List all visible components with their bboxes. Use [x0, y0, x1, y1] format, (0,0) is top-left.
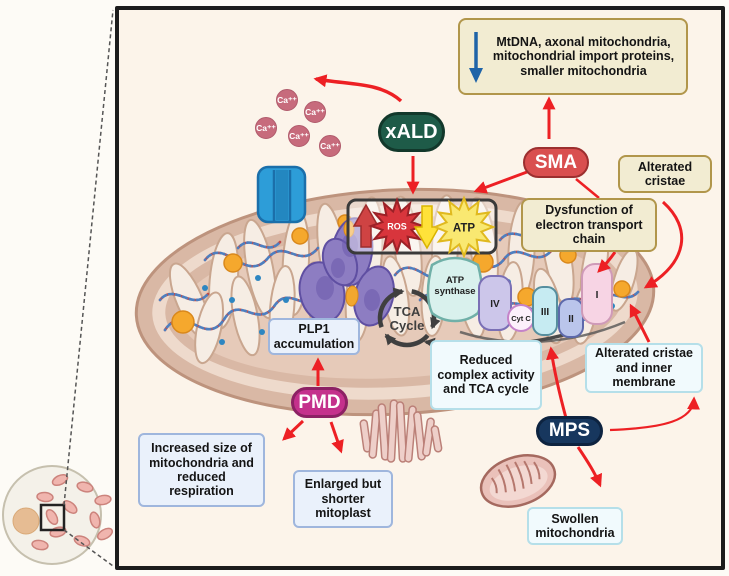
membrane-channel-protein	[256, 165, 307, 224]
zoom-callout-line-top	[63, 9, 114, 506]
arrow-mps-to-innerbox	[609, 396, 700, 432]
arrow-cristae-to-membrane	[643, 200, 684, 289]
alterated-inner-membrane-box: Alterated cristae and inner membrane	[585, 343, 703, 393]
cytochrome-c: Cyt C	[507, 304, 535, 332]
red-arrows	[282, 74, 700, 488]
ros-starburst-icon	[367, 196, 427, 256]
disease-pill-xald: xALD	[378, 112, 445, 152]
ca-ion-label: Ca⁺⁺	[277, 95, 297, 105]
tca-label-line1: TCA	[394, 304, 421, 319]
decrease-arrow-icon	[468, 31, 483, 83]
complex-ii: II	[558, 298, 584, 338]
disease-pill-pmd: PMD	[291, 387, 348, 418]
swollen-mitochondrion-drawing	[479, 454, 557, 508]
ros-label: ROS	[387, 222, 407, 232]
calcium-ions: Ca⁺⁺ Ca⁺⁺ Ca⁺⁺ Ca⁺⁺ Ca⁺⁺	[255, 89, 341, 157]
reduced-complex-box: Reduced complex activity and TCA cycle	[430, 340, 542, 410]
atp-label: ATP	[453, 223, 475, 235]
cell-overview-drawing	[2, 9, 114, 567]
disease-pill-sma: SMA	[523, 147, 589, 178]
complex-iii: III	[532, 286, 558, 336]
ros-atp-indicator-box: ROS ATP	[346, 195, 498, 259]
atp-synthase-label-line1: ATP	[446, 275, 465, 286]
complex-iv-label: IV	[490, 299, 500, 310]
line-sma-to-dysfunction	[575, 178, 600, 199]
dysfunction-etc-box: Dysfunction of electron transport chain	[521, 198, 657, 252]
mtdna-effects-box: MtDNA, axonal mitochondria, mitochondria…	[458, 18, 688, 95]
tca-label-line2: Cycle	[390, 318, 425, 333]
arrow-to-calcium	[313, 74, 403, 103]
arrow-mps-to-swollen	[576, 446, 602, 488]
complex-iv: IV	[478, 275, 512, 331]
complex-i: I	[581, 263, 613, 325]
plp1-accumulation-box: PLP1 accumulation	[268, 318, 360, 355]
complex-ii-label: II	[568, 314, 574, 325]
atp-synthase: ATP synthase	[426, 256, 484, 323]
increased-size-box: Increased size of mitochondria and reduc…	[138, 433, 265, 507]
arrow-sma-to-mitochondrion	[473, 170, 528, 194]
atp-starburst-icon	[432, 195, 496, 259]
zoom-region-square	[39, 503, 66, 532]
arrow-dysfunction-to-complex	[597, 251, 617, 273]
complex-i-label: I	[596, 290, 599, 301]
alterated-cristae-box: Alterated cristae	[618, 155, 712, 193]
ca-ion-label: Ca⁺⁺	[305, 107, 325, 117]
ca-ion-label: Ca⁺⁺	[256, 123, 276, 133]
atp-synthase-label-line2: synthase	[434, 286, 475, 297]
complex-iii-label: III	[541, 307, 550, 318]
arrow-pmd-to-increased	[282, 419, 305, 441]
arrow-mps-to-membrane	[546, 346, 568, 419]
cytochrome-c-label: Cyt C	[511, 314, 531, 323]
zoom-callout-line-bottom	[63, 529, 114, 567]
disease-pill-mps: MPS	[536, 416, 603, 446]
ca-ion-label: Ca⁺⁺	[320, 141, 340, 151]
mtdna-effects-text: MtDNA, axonal mitochondria, mitochondria…	[492, 34, 675, 78]
ca-ion-label: Ca⁺⁺	[289, 131, 309, 141]
mitoplast-drawing	[359, 399, 443, 463]
arrow-pmd-to-enlarged	[329, 421, 344, 454]
enlarged-mitoplast-box: Enlarged but shorter mitoplast	[293, 470, 393, 528]
arrow-innerbox-to-membrane	[629, 303, 651, 343]
swollen-mitochondria-box: Swollen mitochondria	[527, 507, 623, 545]
